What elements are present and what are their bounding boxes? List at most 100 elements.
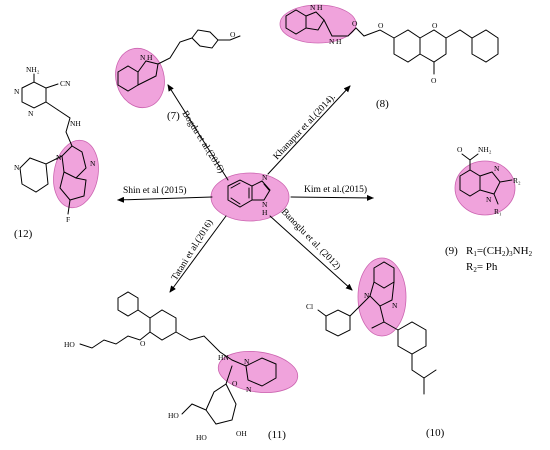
center-highlight: [210, 172, 290, 222]
compound-8-highlight: [279, 4, 357, 44]
compound-11: HO O HN N N O HO HO OH (11): [64, 291, 299, 442]
compound-9-atom-n1: N: [494, 164, 500, 173]
compound-10-ethylphenyl: [371, 305, 427, 355]
ref-label-8: Khanapur et al.(2014).: [271, 92, 338, 162]
arrow-to-compound-12: [117, 196, 213, 203]
arrow-to-compound-9: [290, 194, 374, 201]
compound-8-pyranone: [419, 29, 447, 63]
center-imidazole-double-bond: [263, 183, 270, 191]
compound-9-highlight: [454, 160, 516, 216]
compound-8-atom-h2: H: [336, 37, 342, 46]
compound-9-r1-tail: NH: [513, 245, 529, 257]
center-atom-h: H: [262, 208, 268, 217]
compound-11-atom-ho1: HO: [64, 340, 75, 349]
compound-12-pyrimidine: [21, 81, 47, 109]
compound-10-isobutyl: [411, 353, 437, 395]
compound-7-atom-o: O: [230, 30, 236, 39]
compound-10-cl-bond: [317, 309, 327, 317]
compound-8-label: (8): [376, 98, 389, 110]
compound-11-biphenyl: [137, 309, 177, 341]
compound-12-atom-n5: N: [14, 163, 20, 172]
compound-12-atom-n2: N: [28, 109, 34, 118]
compound-8-phenyl: [445, 29, 499, 63]
compound-9-r1-sub3: 3: [509, 250, 513, 258]
arrow-to-compound-10: [269, 215, 353, 291]
compound-7-label: (7): [167, 110, 180, 122]
compound-10-label: (10): [426, 427, 445, 439]
compound-7-benzyl-chain: [157, 29, 219, 65]
compound-12-atom-n3: N: [90, 159, 96, 168]
compound-11-atom-hn: HN: [218, 353, 229, 362]
compound-8-atom-o3: O: [432, 21, 438, 30]
compound-9-r1-sub2: 2: [502, 250, 506, 258]
compound-11-aminomethyl: [175, 331, 233, 361]
compound-9-r1-sub4: 2: [529, 250, 533, 258]
compound-11-atom-oh: OH: [236, 429, 247, 438]
compound-8-atom-n2: N: [329, 37, 335, 46]
compound-12: NH₂ CN N N NH N N N F (12): [14, 65, 99, 240]
compound-11-label: (11): [268, 429, 286, 441]
center-benzene-double-bonds: [230, 182, 250, 205]
compound-10-atom-n2: N: [392, 301, 398, 310]
compound-8: N H N H O O O O (8): [279, 3, 499, 110]
center-atom-n2: N: [262, 200, 268, 209]
compound-11-phenyl-top: [117, 291, 139, 317]
compound-9-amide: [461, 153, 479, 171]
compound-9-atom-r1: R₁: [494, 207, 502, 216]
compound-12-benzo: [59, 171, 87, 201]
compound-9-r2-sub: 2: [473, 266, 477, 274]
compound-10-atom-n1: N: [364, 291, 370, 300]
compound-11-ribose: [205, 365, 237, 425]
compound-8-atom-o2: O: [378, 21, 384, 30]
ref-label-10: Banoglu et al. (2012): [279, 206, 343, 272]
compound-12-atom-nh2: NH₂: [26, 65, 40, 74]
center-imidazole-ring: [251, 180, 271, 201]
compound-12-atom-nh: NH: [70, 119, 81, 128]
compound-11-atom-o1: O: [140, 339, 146, 348]
compound-11-benzimidazole: [231, 357, 277, 387]
compound-9-label: (9): [445, 245, 458, 257]
compound-11-ch2oh: [181, 403, 207, 415]
compound-9-r1-definition: R1=(CH2)3NH2: [466, 245, 533, 258]
arrow-to-compound-8: [267, 85, 351, 175]
compound-9-atom-o: O: [457, 145, 463, 154]
compound-9-atom-nh2: NH₂: [478, 145, 492, 154]
ref-label-11: Tatani et al.(2016): [169, 218, 215, 283]
compound-9: O NH₂ N N R₁ R₂ (9) R1=(CH2)3NH2 R2= Ph: [445, 145, 533, 274]
compound-9-atom-n2: N: [486, 195, 492, 204]
compound-8-atom-h1: H: [317, 3, 323, 12]
compound-9-r1-eq: =(CH: [477, 245, 502, 257]
compound-11-butoxy-chain: [79, 331, 151, 349]
compound-9-r2-definition: R2= Ph: [466, 261, 498, 274]
compound-8-atom-o4: O: [431, 76, 437, 85]
compound-10-atom-cl: Cl: [306, 302, 313, 311]
compound-9-r2-eq: = Ph: [477, 261, 498, 273]
compound-12-atom-cn: CN: [60, 79, 71, 88]
compound-9-r1-bond: [493, 193, 499, 205]
compound-11-atom-ho2: HO: [168, 411, 179, 420]
compound-12-atom-f: F: [66, 215, 70, 224]
arrow-to-compound-11: [169, 215, 227, 293]
compound-11-atom-n1: N: [244, 357, 250, 366]
compound-11-atom-o2: O: [232, 379, 238, 388]
compound-8-atom-n1: N: [310, 3, 316, 12]
compound-10: N N Cl (10): [306, 257, 445, 439]
compound-9-r1-name: R: [466, 245, 474, 257]
compound-12-highlight: [53, 139, 99, 209]
ref-label-7: Bogdu et al.(2016): [179, 109, 226, 175]
compound-11-atom-n2: N: [246, 385, 252, 394]
compound-9-r2-name: R: [466, 261, 474, 273]
compound-9-r2-bond: [499, 179, 513, 183]
compound-11-highlight: [217, 351, 299, 393]
ref-label-12: Shin et al (2015): [123, 185, 187, 196]
center-atom-n1: N: [262, 173, 268, 182]
compound-12-ethylamine: [57, 109, 73, 147]
compound-9-atom-r2: R₂: [513, 176, 521, 185]
compound-12-substituents: [33, 73, 59, 111]
compound-7-methoxy-bond: [217, 35, 241, 41]
arrows: [117, 84, 374, 293]
compound-12-f-bond: [67, 199, 71, 215]
compound-8-atom-o1: O: [352, 19, 358, 28]
compound-7-highlight: [115, 47, 165, 109]
